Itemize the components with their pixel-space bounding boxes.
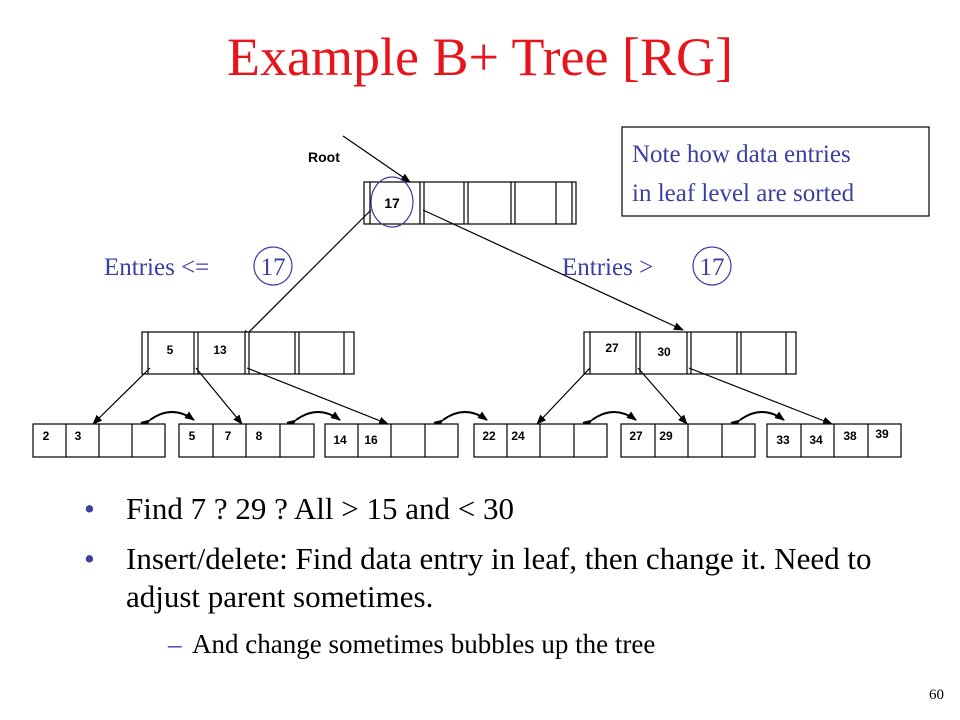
leaf-sibling-links	[140, 411, 785, 429]
leaf-link-4-5	[582, 411, 637, 429]
leaf-4-key-2: 24	[511, 429, 525, 443]
sub-bullet-text: And change sometimes bubbles up the tree	[192, 629, 656, 659]
note-box: Note how data entries in leaf level are …	[621, 126, 930, 217]
leaf-link-3-4	[433, 411, 488, 429]
root-node: 17	[363, 176, 577, 228]
note-line-2: in leaf level are sorted	[632, 180, 855, 207]
leaf-node-6: 33 34 38 39	[766, 423, 902, 458]
sub-bullet-item: – And change sometimes bubbles up the tr…	[84, 628, 904, 660]
pointer-to-leaf-6	[688, 367, 833, 425]
root-key: 17	[384, 195, 400, 211]
internal-node-right: 27 30	[583, 331, 797, 375]
leaf-6-key-4: 39	[875, 427, 889, 441]
pointer-to-leaf-2	[195, 367, 243, 425]
bullet-text: Find 7 ? 29 ? All > 15 and < 30	[126, 491, 514, 526]
slide-title: Example B+ Tree [RG]	[227, 27, 733, 87]
leaf-2-key-1: 5	[189, 429, 196, 443]
root-arrow	[342, 135, 411, 183]
internal-left-key-1: 5	[167, 343, 174, 357]
root-label: Root	[308, 149, 340, 165]
leaf-5-key-1: 27	[629, 429, 643, 443]
page-number: 60	[929, 687, 944, 703]
leaf-3-key-2: 16	[364, 433, 378, 447]
entries-left-value: 17	[261, 254, 286, 281]
leaf-6-key-1: 33	[776, 433, 790, 447]
internal-right-key-2: 30	[657, 345, 671, 359]
entries-right-label: Entries >	[562, 254, 653, 281]
leaf-6-key-2: 34	[809, 433, 823, 447]
leaf-1-key-1: 2	[43, 429, 50, 443]
pointer-to-leaf-1	[92, 367, 151, 425]
leaf-2-key-2: 7	[225, 429, 232, 443]
bullet-dot: •	[84, 541, 95, 576]
bullet-list: • Find 7 ? 29 ? All > 15 and < 30 • Inse…	[84, 490, 904, 660]
pointer-to-leaf-5	[637, 367, 688, 425]
entries-left-circle	[253, 246, 293, 286]
leaf-1-key-2: 3	[75, 429, 82, 443]
note-line-1: Note how data entries	[632, 141, 851, 168]
root-pointer-left	[241, 209, 372, 340]
entries-right-value: 17	[700, 254, 725, 281]
pointer-to-leaf-4	[536, 367, 591, 425]
root-key-circle	[370, 176, 414, 228]
leaf-node-1: 2 3	[32, 423, 166, 458]
leaf-node-2: 5 7 8	[178, 423, 315, 458]
leaf-link-5-6	[730, 411, 785, 429]
leaf-2-key-3: 8	[256, 429, 263, 443]
root-pointer-right	[422, 209, 684, 331]
leaf-link-1-2	[140, 411, 195, 429]
internal-right-key-1: 27	[605, 341, 619, 355]
leaf-node-5: 27 29	[620, 423, 756, 458]
sub-bullet-dash: –	[168, 629, 182, 659]
bullet-text: Insert/delete: Find data entry in leaf, …	[126, 541, 872, 614]
internal-left-key-2: 13	[213, 343, 227, 357]
bullet-item: • Find 7 ? 29 ? All > 15 and < 30	[84, 490, 904, 528]
bullet-item: • Insert/delete: Find data entry in leaf…	[84, 540, 904, 616]
entries-right-circle	[692, 246, 732, 286]
leaf-5-key-2: 29	[659, 429, 673, 443]
entries-left-label: Entries <=	[104, 254, 209, 281]
bullet-dot: •	[84, 491, 95, 526]
leaf-link-2-3	[286, 411, 341, 429]
leaf-6-key-3: 38	[843, 429, 857, 443]
leaf-3-key-1: 14	[333, 433, 347, 447]
leaf-node-3: 14 16	[324, 423, 459, 458]
leaf-4-key-1: 22	[482, 429, 496, 443]
pointer-to-leaf-3	[246, 367, 389, 425]
leaf-node-4: 22 24	[473, 423, 608, 458]
internal-node-left: 5 13	[141, 331, 355, 375]
